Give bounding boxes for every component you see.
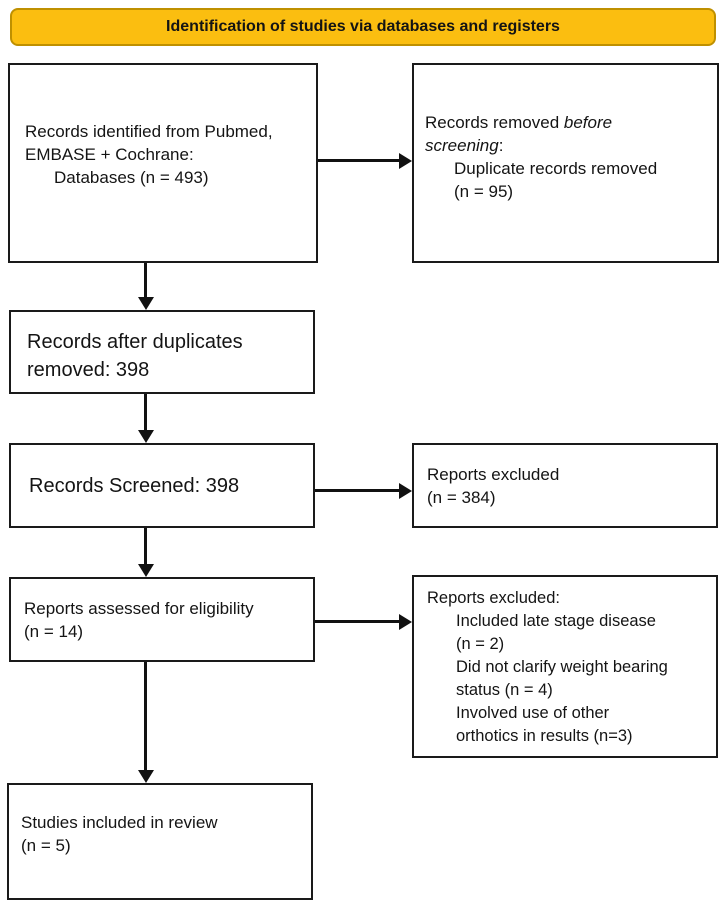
- arrow-screened-to-excluded-line: [315, 489, 400, 492]
- box-removed-line3: Duplicate records removed: [454, 159, 658, 178]
- box-included-line1: Studies included in review: [21, 813, 218, 832]
- box-records-identified-line3: Databases (n = 493): [54, 168, 209, 187]
- box-assessed-line2: (n = 14): [24, 622, 84, 641]
- removed-line2-normal: :: [498, 136, 504, 155]
- box-records-removed-before-screening: Records removed before screening: Duplic…: [412, 63, 719, 263]
- removed-line1-normal: Records removed: [425, 113, 564, 132]
- box-reports-excluded-screening: Reports excluded (n = 384): [412, 443, 718, 528]
- box-studies-included: Studies included in review (n = 5): [7, 783, 313, 900]
- box-after-duplicates-line1: Records after duplicates: [27, 331, 243, 353]
- arrow-assessed-to-excluded-head-icon: [399, 614, 412, 630]
- banner-identification: Identification of studies via databases …: [10, 8, 716, 46]
- box-records-identified-line1: Records identified from Pubmed,: [25, 122, 273, 141]
- box-removed-line4: (n = 95): [454, 182, 514, 201]
- box-excluded-eligibility-line2: (n = 2): [456, 635, 505, 653]
- arrow-assessed-to-included-line: [144, 662, 147, 771]
- banner-title: Identification of studies via databases …: [166, 18, 560, 35]
- box-excluded-eligibility-line4: status (n = 4): [456, 681, 553, 699]
- box-removed-line2: screening:: [425, 134, 711, 157]
- box-removed-line1: Records removed before: [425, 111, 711, 134]
- arrow-identified-to-removed-head-icon: [399, 153, 412, 169]
- box-excluded-eligibility-line5: Involved use of other: [456, 704, 610, 722]
- box-after-duplicates-line2: removed: 398: [27, 359, 150, 381]
- box-excluded-eligibility-line6: orthotics in results (n=3): [456, 727, 633, 745]
- box-reports-excluded-eligibility: Reports excluded: Included late stage di…: [412, 575, 718, 758]
- arrow-after-duplicates-to-screened-line: [144, 394, 147, 431]
- arrow-screened-to-assessed-line: [144, 528, 147, 565]
- box-included-line2: (n = 5): [21, 836, 71, 855]
- box-excluded-eligibility-line1: Included late stage disease: [456, 612, 656, 630]
- removed-line2-italic: screening: [425, 136, 499, 155]
- box-excluded-eligibility-title: Reports excluded:: [427, 589, 560, 607]
- removed-line1-italic: before: [563, 113, 613, 132]
- box-records-screened: Records Screened: 398: [9, 443, 315, 528]
- box-excluded-eligibility-line3: Did not clarify weight bearing: [456, 658, 668, 676]
- arrow-identified-to-removed-line: [318, 159, 400, 162]
- box-records-identified-line2: EMBASE + Cochrane:: [25, 145, 194, 164]
- arrow-identified-to-after-duplicates-head-icon: [138, 297, 154, 310]
- arrow-assessed-to-included-head-icon: [138, 770, 154, 783]
- arrow-after-duplicates-to-screened-head-icon: [138, 430, 154, 443]
- arrow-identified-to-after-duplicates-line: [144, 263, 147, 298]
- box-assessed-line1: Reports assessed for eligibility: [24, 599, 254, 618]
- arrow-screened-to-assessed-head-icon: [138, 564, 154, 577]
- box-screened-line1: Records Screened: 398: [29, 475, 240, 497]
- box-reports-assessed-eligibility: Reports assessed for eligibility (n = 14…: [9, 577, 315, 662]
- box-records-identified: Records identified from Pubmed, EMBASE +…: [8, 63, 318, 263]
- box-records-after-duplicates: Records after duplicates removed: 398: [9, 310, 315, 394]
- arrow-screened-to-excluded-head-icon: [399, 483, 412, 499]
- arrow-assessed-to-excluded-line: [315, 620, 400, 623]
- box-excluded-screening-line2: (n = 384): [427, 488, 496, 507]
- box-excluded-screening-line1: Reports excluded: [427, 465, 560, 484]
